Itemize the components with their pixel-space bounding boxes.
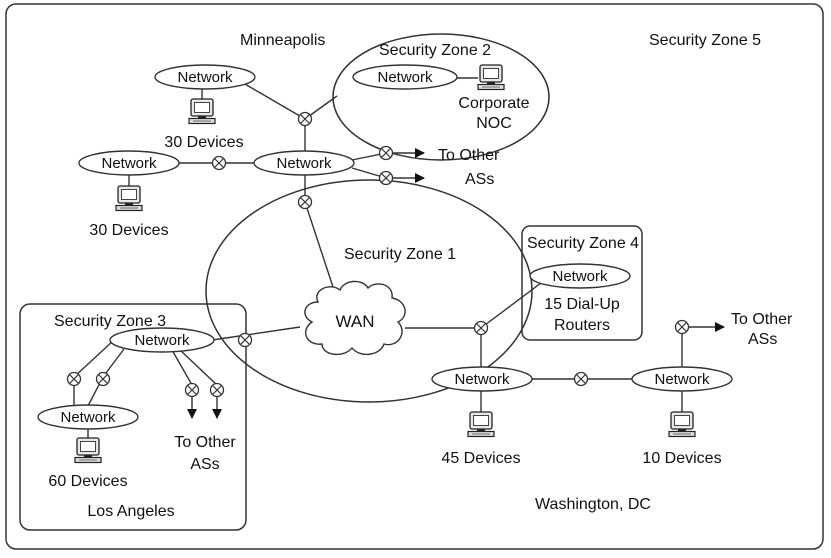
minneapolis-label: Minneapolis <box>240 32 325 49</box>
wan-cloud <box>304 280 406 355</box>
noc-label: NOC <box>476 115 512 132</box>
ass-label-dc: ASs <box>748 331 777 348</box>
router-icon <box>297 111 313 127</box>
zone4-boundary <box>521 225 643 341</box>
router-icon <box>473 320 489 336</box>
network-node-zone4 <box>529 263 631 289</box>
network-label: Network <box>377 69 433 86</box>
router-icon <box>211 155 227 171</box>
network-node-mpls-left <box>78 150 180 176</box>
network-label: Network <box>60 409 116 426</box>
network-label: Network <box>454 371 510 388</box>
devices-45-label: 45 Devices <box>441 450 520 467</box>
network-node-zone2 <box>352 64 458 90</box>
devices-60-label: 60 Devices <box>48 473 127 490</box>
devices-30-top-label: 30 Devices <box>164 134 243 151</box>
corporate-label: Corporate <box>458 95 529 112</box>
ass-label-mpls: ASs <box>465 171 494 188</box>
network-node-dc-right <box>631 366 733 392</box>
network-label: Network <box>552 268 608 285</box>
devices-10-label: 10 Devices <box>642 450 721 467</box>
network-label: Network <box>134 332 190 349</box>
zone4-label: Security Zone 4 <box>527 235 639 252</box>
network-label: Network <box>276 155 332 172</box>
los-angeles-label: Los Angeles <box>87 503 174 520</box>
network-label: Network <box>101 155 157 172</box>
router-icon <box>674 319 690 335</box>
router-icon <box>184 382 200 398</box>
zone3-label: Security Zone 3 <box>54 313 166 330</box>
zone1-boundary <box>205 179 533 403</box>
router-icon <box>573 371 589 387</box>
computer-icon <box>188 98 216 125</box>
wan-label: WAN <box>335 312 374 331</box>
router-icon <box>209 382 225 398</box>
network-node-mpls-hub <box>253 150 355 176</box>
washington-label: Washington, DC <box>535 496 651 513</box>
network-node-mpls-top <box>154 64 256 90</box>
network-label: Network <box>654 371 710 388</box>
devices-30-left-label: 30 Devices <box>89 222 168 239</box>
zone1-label: Security Zone 1 <box>344 246 456 263</box>
router-icon <box>297 194 313 210</box>
computer-icons <box>74 64 696 464</box>
to-other-label-mpls: To Other <box>438 147 500 164</box>
computer-icon <box>467 411 495 438</box>
computer-icon <box>477 64 505 91</box>
network-node-la-hub <box>109 327 215 353</box>
zone2-boundary <box>332 33 550 161</box>
routers-label: Routers <box>554 317 610 334</box>
dialup-label: 15 Dial-Up <box>544 296 620 313</box>
zone3-boundary <box>19 303 247 531</box>
zone5-frame <box>5 3 824 550</box>
router-icon <box>378 170 394 186</box>
zone2-label: Security Zone 2 <box>379 42 491 59</box>
network-label: Network <box>177 69 233 86</box>
computer-icon <box>74 437 102 464</box>
network-node-dc-left <box>431 366 533 392</box>
zone5-label: Security Zone 5 <box>649 32 761 49</box>
computer-icon <box>668 411 696 438</box>
to-other-label-la: To Other <box>174 434 236 451</box>
network-nodes: Network Network Network Network Network … <box>37 64 733 430</box>
router-icon <box>66 371 82 387</box>
ass-label-la: ASs <box>190 456 219 473</box>
computer-icon <box>115 185 143 212</box>
network-node-la-sub <box>37 404 139 430</box>
router-icon <box>378 145 394 161</box>
to-other-label-dc: To Other <box>731 311 793 328</box>
router-icon <box>95 371 111 387</box>
router-icon <box>237 332 253 348</box>
